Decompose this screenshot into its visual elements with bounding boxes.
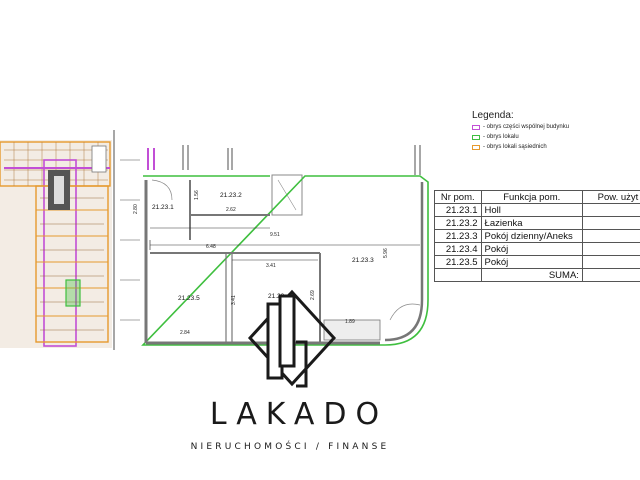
table-header-row: Nr pom. Funkcja pom. Pow. użyt <box>434 190 640 204</box>
walls <box>113 130 421 350</box>
legend: Legenda: - obrys części wspólnej budynku… <box>472 110 640 152</box>
legend-item: - obrys lokali sąsiednich <box>472 142 640 152</box>
cell-empty <box>434 268 482 282</box>
legend-swatch-unit <box>472 134 480 140</box>
header-funkcja: Funkcja pom. <box>480 190 583 204</box>
dimension-label: 3.41 <box>266 263 276 269</box>
table-row: 21.23.5 Pokój <box>434 255 640 269</box>
cell-funkcja: Holl <box>480 203 583 217</box>
cell-funkcja: Pokój <box>480 255 583 269</box>
room-label: 21.23.5 <box>178 295 200 302</box>
room-label: 21.23.3 <box>352 257 374 264</box>
legend-text: - obrys lokali sąsiednich <box>483 144 547 150</box>
legend-swatch-common <box>472 124 480 130</box>
dimension-label: 2.62 <box>226 207 236 213</box>
cell-pow <box>581 229 640 243</box>
legend-text: - obrys lokalu <box>483 134 519 140</box>
dimension-label: 2.84 <box>180 330 190 336</box>
room-label: 21.23.1 <box>152 204 174 211</box>
cell-pow <box>581 242 640 256</box>
room-table: Nr pom. Funkcja pom. Pow. użyt 21.23.1 H… <box>434 190 640 282</box>
cell-pow <box>581 255 640 269</box>
brand-tagline: NIERUCHOMOŚCI / FINANSE <box>190 442 390 452</box>
dimension-label: 9.51 <box>270 232 280 238</box>
cell-funkcja: Pokój dzienny/Aneks <box>480 229 583 243</box>
table-sum-row: SUMA: <box>434 268 640 282</box>
cell-pow <box>581 216 640 230</box>
cell-nr: 21.23.2 <box>434 216 482 230</box>
header-pow: Pow. użyt <box>581 190 640 204</box>
dimension-label: 1.56 <box>194 190 200 200</box>
unit-outline <box>141 175 429 346</box>
dimension-label: 2.80 <box>133 204 139 214</box>
cell-nr: 21.23.3 <box>434 229 482 243</box>
legend-item: - obrys części wspólnej budynku <box>472 122 640 132</box>
legend-title: Legenda: <box>472 110 514 121</box>
sum-label: SUMA: <box>480 268 583 282</box>
sum-value <box>581 268 640 282</box>
logo-mark <box>247 289 337 388</box>
header-nr: Nr pom. <box>434 190 482 204</box>
legend-item: - obrys lokalu <box>472 132 640 142</box>
cell-funkcja: Łazienka <box>480 216 583 230</box>
dimension-label: 2.69 <box>310 290 316 300</box>
legend-swatch-neighbor <box>472 144 480 150</box>
legend-text: - obrys części wspólnej budynku <box>483 124 570 130</box>
cell-nr: 21.23.5 <box>434 255 482 269</box>
table-row: 21.23.3 Pokój dzienny/Aneks <box>434 229 640 243</box>
cell-pow <box>581 203 640 217</box>
room-labels: 21.23.1 21.23.2 21.23.3 21.23.5 21.23.4 <box>152 192 374 302</box>
cell-funkcja: Pokój <box>480 242 583 256</box>
table-row: 21.23.4 Pokój <box>434 242 640 256</box>
key-plan <box>0 140 112 348</box>
dimension-labels: 2.80 1.56 2.62 9.51 6.48 3.41 5.96 3.41 … <box>133 190 389 336</box>
room-label: 21.23.2 <box>220 192 242 199</box>
table-row: 21.23.1 Holl <box>434 203 640 217</box>
cell-nr: 21.23.4 <box>434 242 482 256</box>
table-row: 21.23.2 Łazienka <box>434 216 640 230</box>
dimension-label: 1.89 <box>345 319 355 325</box>
brand-name: LAKADO <box>209 397 389 432</box>
dimension-label: 3.41 <box>231 295 237 305</box>
dimension-label: 5.96 <box>383 248 389 258</box>
dimension-label: 6.48 <box>206 244 216 250</box>
cell-nr: 21.23.1 <box>434 203 482 217</box>
